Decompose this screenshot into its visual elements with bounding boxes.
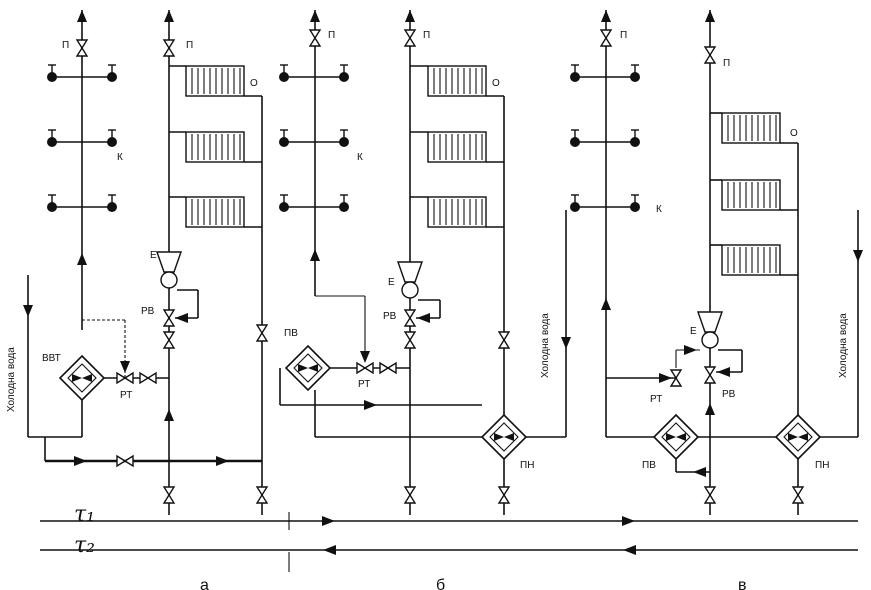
label-o: О	[790, 128, 798, 139]
label-p: П	[186, 40, 193, 51]
label-rt: РТ	[358, 379, 370, 390]
scheme-label-c: в	[738, 577, 747, 590]
label-rv: РВ	[383, 311, 397, 322]
label-pn: ПН	[815, 460, 829, 471]
label-p: П	[620, 30, 627, 41]
label-pn: ПН	[520, 460, 534, 471]
label-p: П	[328, 30, 335, 41]
label-p: П	[723, 58, 730, 69]
label-k: К	[656, 204, 662, 215]
label-p: П	[423, 30, 430, 41]
label-e: Е	[690, 326, 697, 337]
label-k: К	[117, 152, 123, 163]
label-o: О	[250, 78, 258, 89]
scheme-a: П К П О Е РВ	[6, 10, 268, 590]
label-rt: РТ	[650, 394, 662, 405]
scheme-b: П К П О Е РВ	[278, 10, 571, 590]
label-rt: РТ	[120, 390, 132, 401]
t2-label: τ₂	[74, 533, 95, 558]
label-p: П	[62, 40, 69, 51]
label-k: К	[357, 152, 363, 163]
label-e: Е	[150, 250, 157, 261]
t1-label: τ₁	[74, 502, 95, 527]
scheme-label-a: а	[200, 577, 209, 590]
label-rv: РВ	[722, 389, 736, 400]
cold-water-label: Холодна вода	[838, 313, 849, 378]
cold-water-label: Холодна вода	[540, 313, 551, 378]
label-pv: ПВ	[284, 328, 298, 339]
label-e: Е	[388, 277, 395, 288]
main-pipes: τ₁ τ₂	[40, 502, 858, 572]
label-vvt: ВВТ	[42, 353, 61, 364]
label-o: О	[492, 78, 500, 89]
label-rv: РВ	[141, 306, 155, 317]
cold-water-label: Холодна вода	[6, 347, 17, 412]
scheme-c: П К П О Е РВ	[569, 10, 863, 590]
scheme-label-b: б	[436, 577, 445, 590]
label-pv: ПВ	[642, 460, 656, 471]
